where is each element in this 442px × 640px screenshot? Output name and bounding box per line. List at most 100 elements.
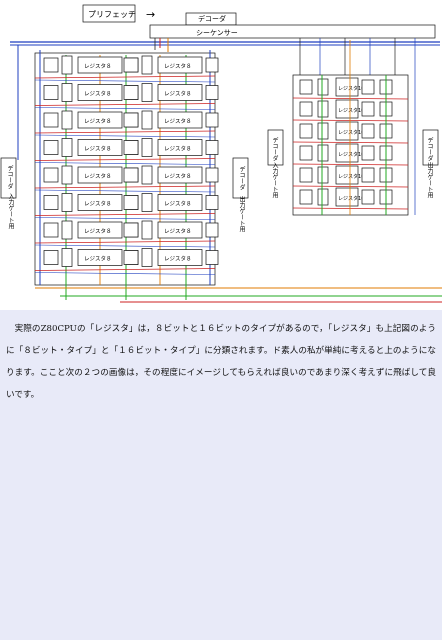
gate-box <box>123 140 139 155</box>
wire-blue <box>34 217 216 220</box>
output-gate-box <box>205 250 219 265</box>
gate-box <box>43 57 59 73</box>
right-decoder-a-box <box>267 129 284 166</box>
register-8bit-box <box>77 139 123 156</box>
latch-box <box>61 220 73 240</box>
register-8bit-label: レジスタ８ <box>84 255 112 263</box>
register-8bit-label: レジスタ８ <box>84 117 112 125</box>
wire-red <box>292 185 409 188</box>
register-8bit-label: レジスタ８ <box>84 90 112 98</box>
output-gate-box <box>361 101 375 117</box>
wire-red <box>34 103 216 106</box>
wire-red <box>34 268 216 271</box>
gate-box <box>123 167 139 183</box>
output-gate-box <box>361 189 375 205</box>
register-8bit-label: レジスタ８ <box>84 172 112 180</box>
latch-box <box>317 100 329 118</box>
latch-box <box>61 193 73 212</box>
gate-box <box>43 250 59 265</box>
output-gate-box <box>205 167 219 183</box>
wire-blue <box>34 79 216 83</box>
wire-blue <box>34 134 216 138</box>
gate-box <box>43 167 59 183</box>
latch-box <box>317 122 329 140</box>
latch-box <box>141 220 153 240</box>
register-8bit-label: レジスタ８ <box>164 145 192 153</box>
decoder-top-label: デコーダ <box>198 15 226 23</box>
gate-box <box>299 145 313 161</box>
register-8bit-box <box>77 84 123 101</box>
gate-box <box>123 112 139 128</box>
right-decoder-b-label: デコーダ <box>426 137 433 161</box>
latch-box <box>141 193 153 212</box>
gate-box <box>123 250 139 265</box>
wire-blue <box>34 107 216 110</box>
gate-box <box>43 195 59 210</box>
right-decoder-b-box <box>422 129 439 166</box>
output-gate-box <box>205 112 219 128</box>
wire-red <box>34 158 216 161</box>
gate-box <box>299 189 313 205</box>
register-8bit-box <box>77 221 123 239</box>
register-8bit-box <box>157 84 203 101</box>
wire-blue <box>34 272 216 275</box>
register-8bit-box <box>77 249 123 266</box>
left-input-gate-label: 入力ゲート用 <box>7 193 14 229</box>
register-8bit-box <box>157 166 203 184</box>
diagram-wiring: レジスタ８ レジスタ８ レジスタ８ レジスタ８ レジスタ８ レジスタ８ レジスタ８ レジスタ８… <box>0 4 442 303</box>
register-8bit-box <box>157 221 203 239</box>
register-16bit-label: レジスタ16 <box>338 151 364 158</box>
wire-red <box>292 207 409 210</box>
register-8bit-label: レジスタ８ <box>164 62 192 70</box>
register-8bit-box <box>77 111 123 129</box>
output-gate-box <box>361 79 375 95</box>
register-8bit-box <box>157 139 203 156</box>
latch-box <box>141 55 153 75</box>
wire-red <box>292 141 409 144</box>
gate-box <box>123 57 139 73</box>
sequencer-label: シーケンサー <box>196 29 238 37</box>
register-16bit-label: レジスタ16 <box>338 173 364 180</box>
register-8bit-box <box>77 56 123 74</box>
register-8bit-label: レジスタ８ <box>164 200 192 208</box>
wire-red <box>34 130 216 134</box>
left-decoder-label: デコーダ <box>6 165 13 189</box>
wire-blue <box>34 162 216 165</box>
wire-red <box>34 75 216 79</box>
latch-box <box>61 110 73 130</box>
gate-box <box>43 85 59 100</box>
wire-red <box>34 240 216 244</box>
latch-box <box>61 83 73 102</box>
right-decoder-a-label: デコーダ <box>271 137 278 161</box>
register-8bit-label: レジスタ８ <box>164 227 192 235</box>
register-8bit-label: レジスタ８ <box>164 172 192 180</box>
latch-box <box>141 165 153 185</box>
mid-decoder-label: デコーダ <box>238 166 245 190</box>
gate-box <box>123 195 139 210</box>
gate-box <box>299 167 313 183</box>
wire-red <box>34 213 216 216</box>
wire-blue <box>34 189 216 193</box>
register-16bit-box <box>335 121 359 141</box>
latch-box <box>317 166 329 184</box>
gate-box <box>299 79 313 95</box>
latch-box <box>141 248 153 267</box>
mid-decoder-box <box>232 157 249 199</box>
register-8bit-label: レジスタ８ <box>84 145 112 153</box>
gate-box <box>43 222 59 238</box>
gate-box <box>43 140 59 155</box>
latch-box <box>61 248 73 267</box>
register-16bit-label: レジスタ16 <box>338 85 364 92</box>
left-decoder-box <box>0 157 17 199</box>
caption-text: 実際のZ80CPUの「レジスタ」は，８ビットと１６ビットのタイプがあるので，「レ… <box>6 324 436 400</box>
register-8bit-label: レジスタ８ <box>84 200 112 208</box>
output-gate-box <box>205 222 219 238</box>
register-8bit-box <box>157 56 203 74</box>
prefetch-label: プリフェッチ <box>88 10 136 19</box>
wire-red <box>292 163 409 166</box>
output-gate-box <box>361 123 375 139</box>
right-input-gate-label: 入力ゲート用 <box>271 162 278 198</box>
arrow-icon: → <box>146 8 156 21</box>
gate-box <box>43 112 59 128</box>
register-16bit-label: レジスタ16 <box>338 195 364 202</box>
